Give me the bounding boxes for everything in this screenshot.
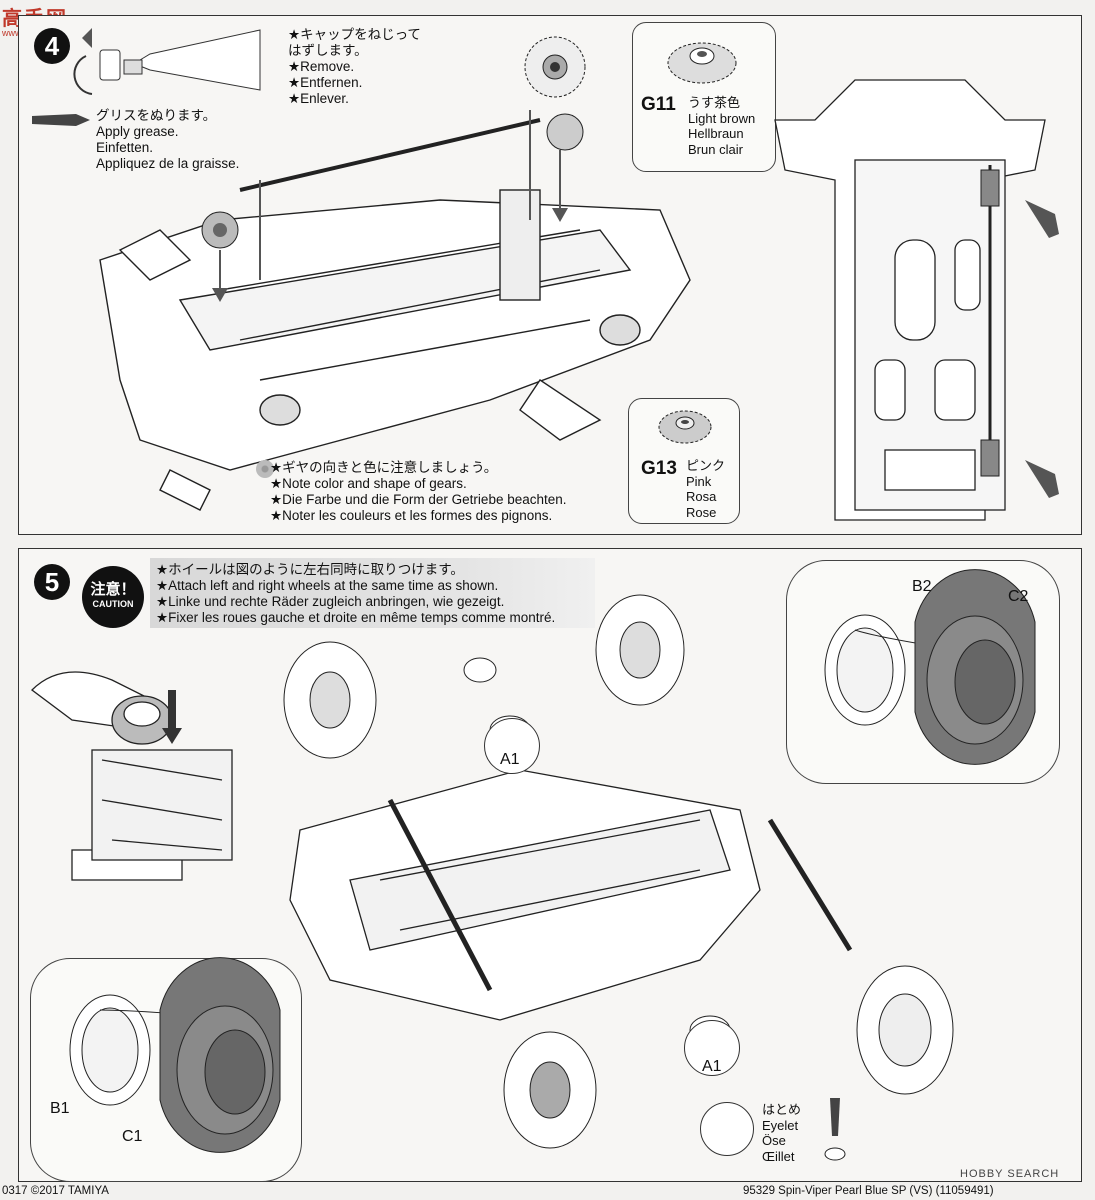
footer-copyright: 0317 ©2017 TAMIYA <box>2 1185 109 1197</box>
grease-instructions: グリスをぬります。 Apply grease. Einfetten. Appli… <box>96 108 239 172</box>
label-c1: C1 <box>122 1128 143 1145</box>
caution-band <box>150 558 595 628</box>
gear-g11-float <box>524 36 586 98</box>
caution-line-jp: ★ホイールは図のように左右同時に取りつけます。 <box>156 562 464 577</box>
cap-line-en: ★Remove. <box>288 59 355 74</box>
grease-line-fr: Appliquez de la graisse. <box>96 156 240 171</box>
hand-press-illustration <box>31 671 233 881</box>
chassis-illustration-step5 <box>283 594 853 1149</box>
note-line-fr: ★Noter les couleurs et les formes des pi… <box>270 508 553 523</box>
g13-color-jp: ピンク <box>686 458 726 473</box>
g13-color-en: Pink <box>686 473 712 489</box>
label-a1-top: A1 <box>500 751 520 768</box>
cap-line-de: ★Entfernen. <box>288 75 363 90</box>
cap-line-jp2: はずします。 <box>288 43 368 58</box>
note-marker-icon <box>256 460 274 478</box>
gear-note: ★ギヤの向きと色に注意しましょう。 ★Note color and shape … <box>270 460 567 524</box>
gear-g13-icon <box>658 410 712 444</box>
g11-color-en: Light brown <box>688 110 756 126</box>
eyelet-label: はとめ Eyelet Öse Œillet <box>762 1102 801 1164</box>
caution-badge: 注意！ CAUTION <box>82 566 144 628</box>
g13-color-de: Rosa <box>686 489 717 504</box>
grease-tube-illustration <box>73 28 261 95</box>
label-b2: B2 <box>912 578 932 595</box>
g13-color-names: ピンク Pink Rosa Rose <box>686 458 725 520</box>
note-line-en: ★Note color and shape of gears. <box>270 476 467 491</box>
gear-g11-icon <box>667 42 737 84</box>
label-c2: C2 <box>1008 588 1029 605</box>
g11-color-fr: Brun clair <box>688 141 743 157</box>
eyelet-line-fr: Œillet <box>762 1148 795 1164</box>
footer-product-code: 95329 Spin-Viper Pearl Blue SP (VS) (110… <box>743 1185 994 1197</box>
wheel-b2-c2-drawing <box>824 569 1036 765</box>
chassis-illustration-step4 <box>99 110 691 511</box>
wheel-b1-c1-drawing <box>69 957 281 1153</box>
grease-icon <box>32 114 90 126</box>
label-a1-bottom: A1 <box>702 1058 722 1075</box>
g11-label: G11 <box>641 94 676 115</box>
grease-line-de: Einfetten. <box>96 140 154 155</box>
g13-color-fr: Rose <box>686 504 717 520</box>
g11-color-jp: うす茶色 <box>688 95 741 110</box>
caution-text: ★ホイールは図のように左右同時に取りつけます。 ★Attach left and… <box>156 562 555 626</box>
caution-line-de: ★Linke und rechte Räder zugleich anbring… <box>156 594 505 609</box>
cap-line-fr: ★Enlever. <box>288 91 349 106</box>
step4-number: 4 <box>34 28 70 64</box>
caution-badge-jp: 注意！ <box>90 581 136 598</box>
eyelet-grease-icon <box>824 1098 846 1161</box>
cap-instructions: ★キャップをねじって はずします。 ★Remove. ★Entfernen. ★… <box>288 27 421 107</box>
caution-badge-en: CAUTION <box>92 599 134 609</box>
grease-line-jp: グリスをぬります。 <box>96 108 217 123</box>
g13-label: G13 <box>641 458 677 479</box>
label-b1: B1 <box>50 1100 70 1117</box>
footer-site-mark: HOBBY SEARCH <box>960 1168 1060 1180</box>
g11-color-names: うす茶色 Light brown Hellbraun Brun clair <box>688 95 755 157</box>
caution-line-fr: ★Fixer les roues gauche et droite en mêm… <box>156 610 556 625</box>
note-line-jp: ★ギヤの向きと色に注意しましょう。 <box>270 460 498 475</box>
grease-line-en: Apply grease. <box>96 124 179 139</box>
g11-color-de: Hellbraun <box>688 126 744 141</box>
step5-number: 5 <box>34 564 70 600</box>
eyelet-line-de: Öse <box>762 1133 786 1148</box>
caution-line-en: ★Attach left and right wheels at the sam… <box>156 578 499 593</box>
cap-line-jp1: ★キャップをねじって <box>288 27 421 42</box>
eyelet-line-jp: はとめ <box>762 1102 802 1117</box>
a1-bottom-circle <box>684 1020 740 1076</box>
eyelet-line-en: Eyelet <box>762 1117 799 1133</box>
wheel-rear-right <box>856 965 954 1095</box>
chassis-top-view <box>774 79 1059 521</box>
note-line-de: ★Die Farbe und die Form der Getriebe bea… <box>270 492 567 507</box>
a1-top-circle <box>484 718 540 774</box>
eyelet-circle <box>700 1102 754 1156</box>
